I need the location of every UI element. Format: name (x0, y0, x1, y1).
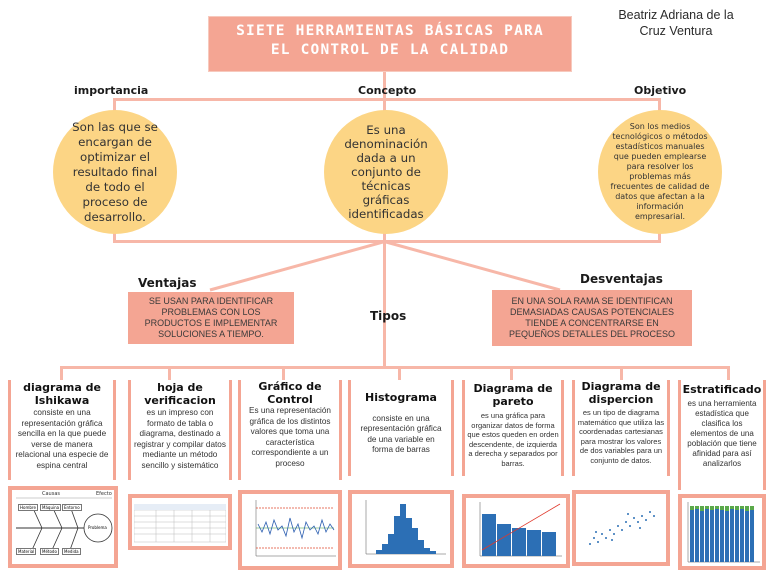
ventajas-box: SE USAN PARA IDENTIFICAR PROBLEMAS CON L… (128, 292, 294, 344)
connector-tool-1 (60, 366, 63, 380)
ishikawa-cause-bottom-3: Medida (62, 548, 81, 555)
ventajas-text: SE USAN PARA IDENTIFICAR PROBLEMAS CON L… (144, 296, 278, 339)
tool-title-estratificado: Estratificado (682, 383, 762, 396)
ishikawa-causas-label: Causas (42, 491, 60, 497)
tool-desc-ishikawa: consiste en una representación gráfica s… (15, 408, 109, 470)
tool-card-histograma: Histograma consiste en una representació… (348, 380, 454, 476)
tool-desc-estratificado: es una herramienta estadística que clasi… (687, 398, 757, 468)
label-concepto: Concepto (358, 84, 417, 97)
connector-tools-horizontal (60, 366, 730, 369)
label-objetivo: Objetivo (634, 84, 687, 97)
connector-tool-2 (168, 366, 171, 380)
tool-card-ishikawa: diagrama de Ishikawa consiste en una rep… (8, 380, 116, 480)
tool-title-hoja: hoja de verificacion (144, 381, 216, 407)
tool-desc-hoja: es un impreso con formato de tabla o dia… (134, 408, 226, 470)
tool-card-pareto: Diagrama de pareto es una gráfica para o… (462, 380, 564, 476)
connector-objetivo-bottom (658, 226, 661, 242)
circle-objetivo: Son los medios tecnológicos o métodos es… (598, 110, 722, 234)
tool-title-control: Gráfico de Control (258, 380, 322, 406)
thumb-estratificado (678, 494, 766, 570)
desventajas-text: EN UNA SOLA RAMA SE IDENTIFICAN DEMASIAD… (508, 296, 676, 339)
tool-desc-pareto: es una gráfica para organizar datos de f… (467, 411, 559, 468)
tool-title-ishikawa: diagrama de Ishikawa (23, 381, 101, 407)
tool-desc-histograma: consiste en una representación gráfica d… (360, 413, 442, 455)
tool-card-control: Gráfico de Control Es una representación… (238, 380, 342, 480)
connector-tool-4 (398, 366, 401, 380)
connector-tool-5 (510, 366, 513, 380)
label-importancia: importancia (74, 84, 149, 97)
ishikawa-cause-top-2: Máquina (40, 504, 62, 511)
concepto-text: Es una denominación dada a un conjunto d… (344, 123, 428, 221)
thumb-pareto (462, 494, 570, 568)
tool-title-histograma: Histograma (365, 391, 437, 404)
connector-tool-7 (727, 366, 730, 380)
author-line-2: Cruz Ventura (639, 24, 713, 38)
label-tipos: Tipos (370, 309, 407, 323)
circle-concepto: Es una denominación dada a un conjunto d… (324, 110, 448, 234)
thumb-hoja (128, 494, 232, 550)
tool-title-pareto: Diagrama de pareto (473, 382, 553, 408)
ishikawa-problem-label: Problema (88, 525, 107, 530)
thumb-ishikawa: Causas Efecto Hombre Máquina Entorno Mat… (8, 486, 118, 568)
histogram-graphic (365, 500, 446, 555)
author-line-1: Beatriz Adriana de la (618, 8, 734, 22)
page-title: SIETE HERRAMIENTAS BÁSICAS PARA EL CONTR… (208, 22, 572, 60)
pareto-chart-graphic (479, 502, 562, 557)
connector-diagonals (209, 240, 561, 292)
connector-concepto (383, 98, 386, 112)
connector-importancia (113, 98, 116, 114)
ishikawa-cause-top-3: Entorno (62, 504, 82, 511)
thumb-dispercion (572, 490, 670, 566)
objetivo-text: Son los medios tecnológicos o métodos es… (610, 122, 710, 221)
tool-desc-dispercion: es un tipo de diagrama matemático que ut… (577, 408, 665, 465)
connector-title-down (383, 72, 386, 100)
tool-desc-control: Es una representación gráfica de los dis… (249, 406, 331, 468)
tool-card-estratificado: Estratificado es una herramienta estadís… (678, 380, 766, 490)
ishikawa-efecto-label: Efecto (96, 491, 112, 497)
ishikawa-cause-top-1: Hombre (18, 504, 38, 511)
connector-top-horizontal (113, 98, 661, 101)
connector-importancia-bottom (113, 226, 116, 242)
connector-tool-6 (620, 366, 623, 380)
author: Beatriz Adriana de la Cruz Ventura (606, 7, 746, 39)
tool-card-hoja: hoja de verificacion es un impreso con f… (128, 380, 232, 480)
control-chart-graphic (255, 500, 336, 557)
label-ventajas: Ventajas (138, 276, 197, 290)
tool-card-dispercion: Diagrama de dispercion es un tipo de dia… (572, 380, 670, 476)
ishikawa-cause-bottom-2: Método (40, 548, 59, 555)
check-sheet-graphic (134, 504, 226, 543)
desventajas-box: EN UNA SOLA RAMA SE IDENTIFICAN DEMASIAD… (492, 290, 692, 346)
title-banner (208, 16, 572, 72)
connector-objetivo (658, 98, 661, 114)
stratified-chart-graphic (687, 502, 760, 563)
thumb-histograma (348, 490, 454, 568)
ishikawa-cause-bottom-1: Material (16, 548, 37, 555)
tool-title-dispercion: Diagrama de dispercion (581, 380, 661, 406)
importancia-text: Son las que se encargan de optimizar el … (72, 119, 158, 224)
scatter-graphic (589, 511, 655, 545)
connector-tool-3 (282, 366, 285, 380)
connector-central-trunk (383, 228, 386, 368)
title-line-1: SIETE HERRAMIENTAS BÁSICAS PARA (236, 23, 544, 39)
label-desventajas: Desventajas (580, 272, 663, 286)
title-line-2: EL CONTROL DE LA CALIDAD (270, 42, 510, 58)
thumb-control (238, 490, 342, 570)
circle-importancia: Son las que se encargan de optimizar el … (53, 110, 177, 234)
ishikawa-diagram-graphic (16, 497, 113, 551)
